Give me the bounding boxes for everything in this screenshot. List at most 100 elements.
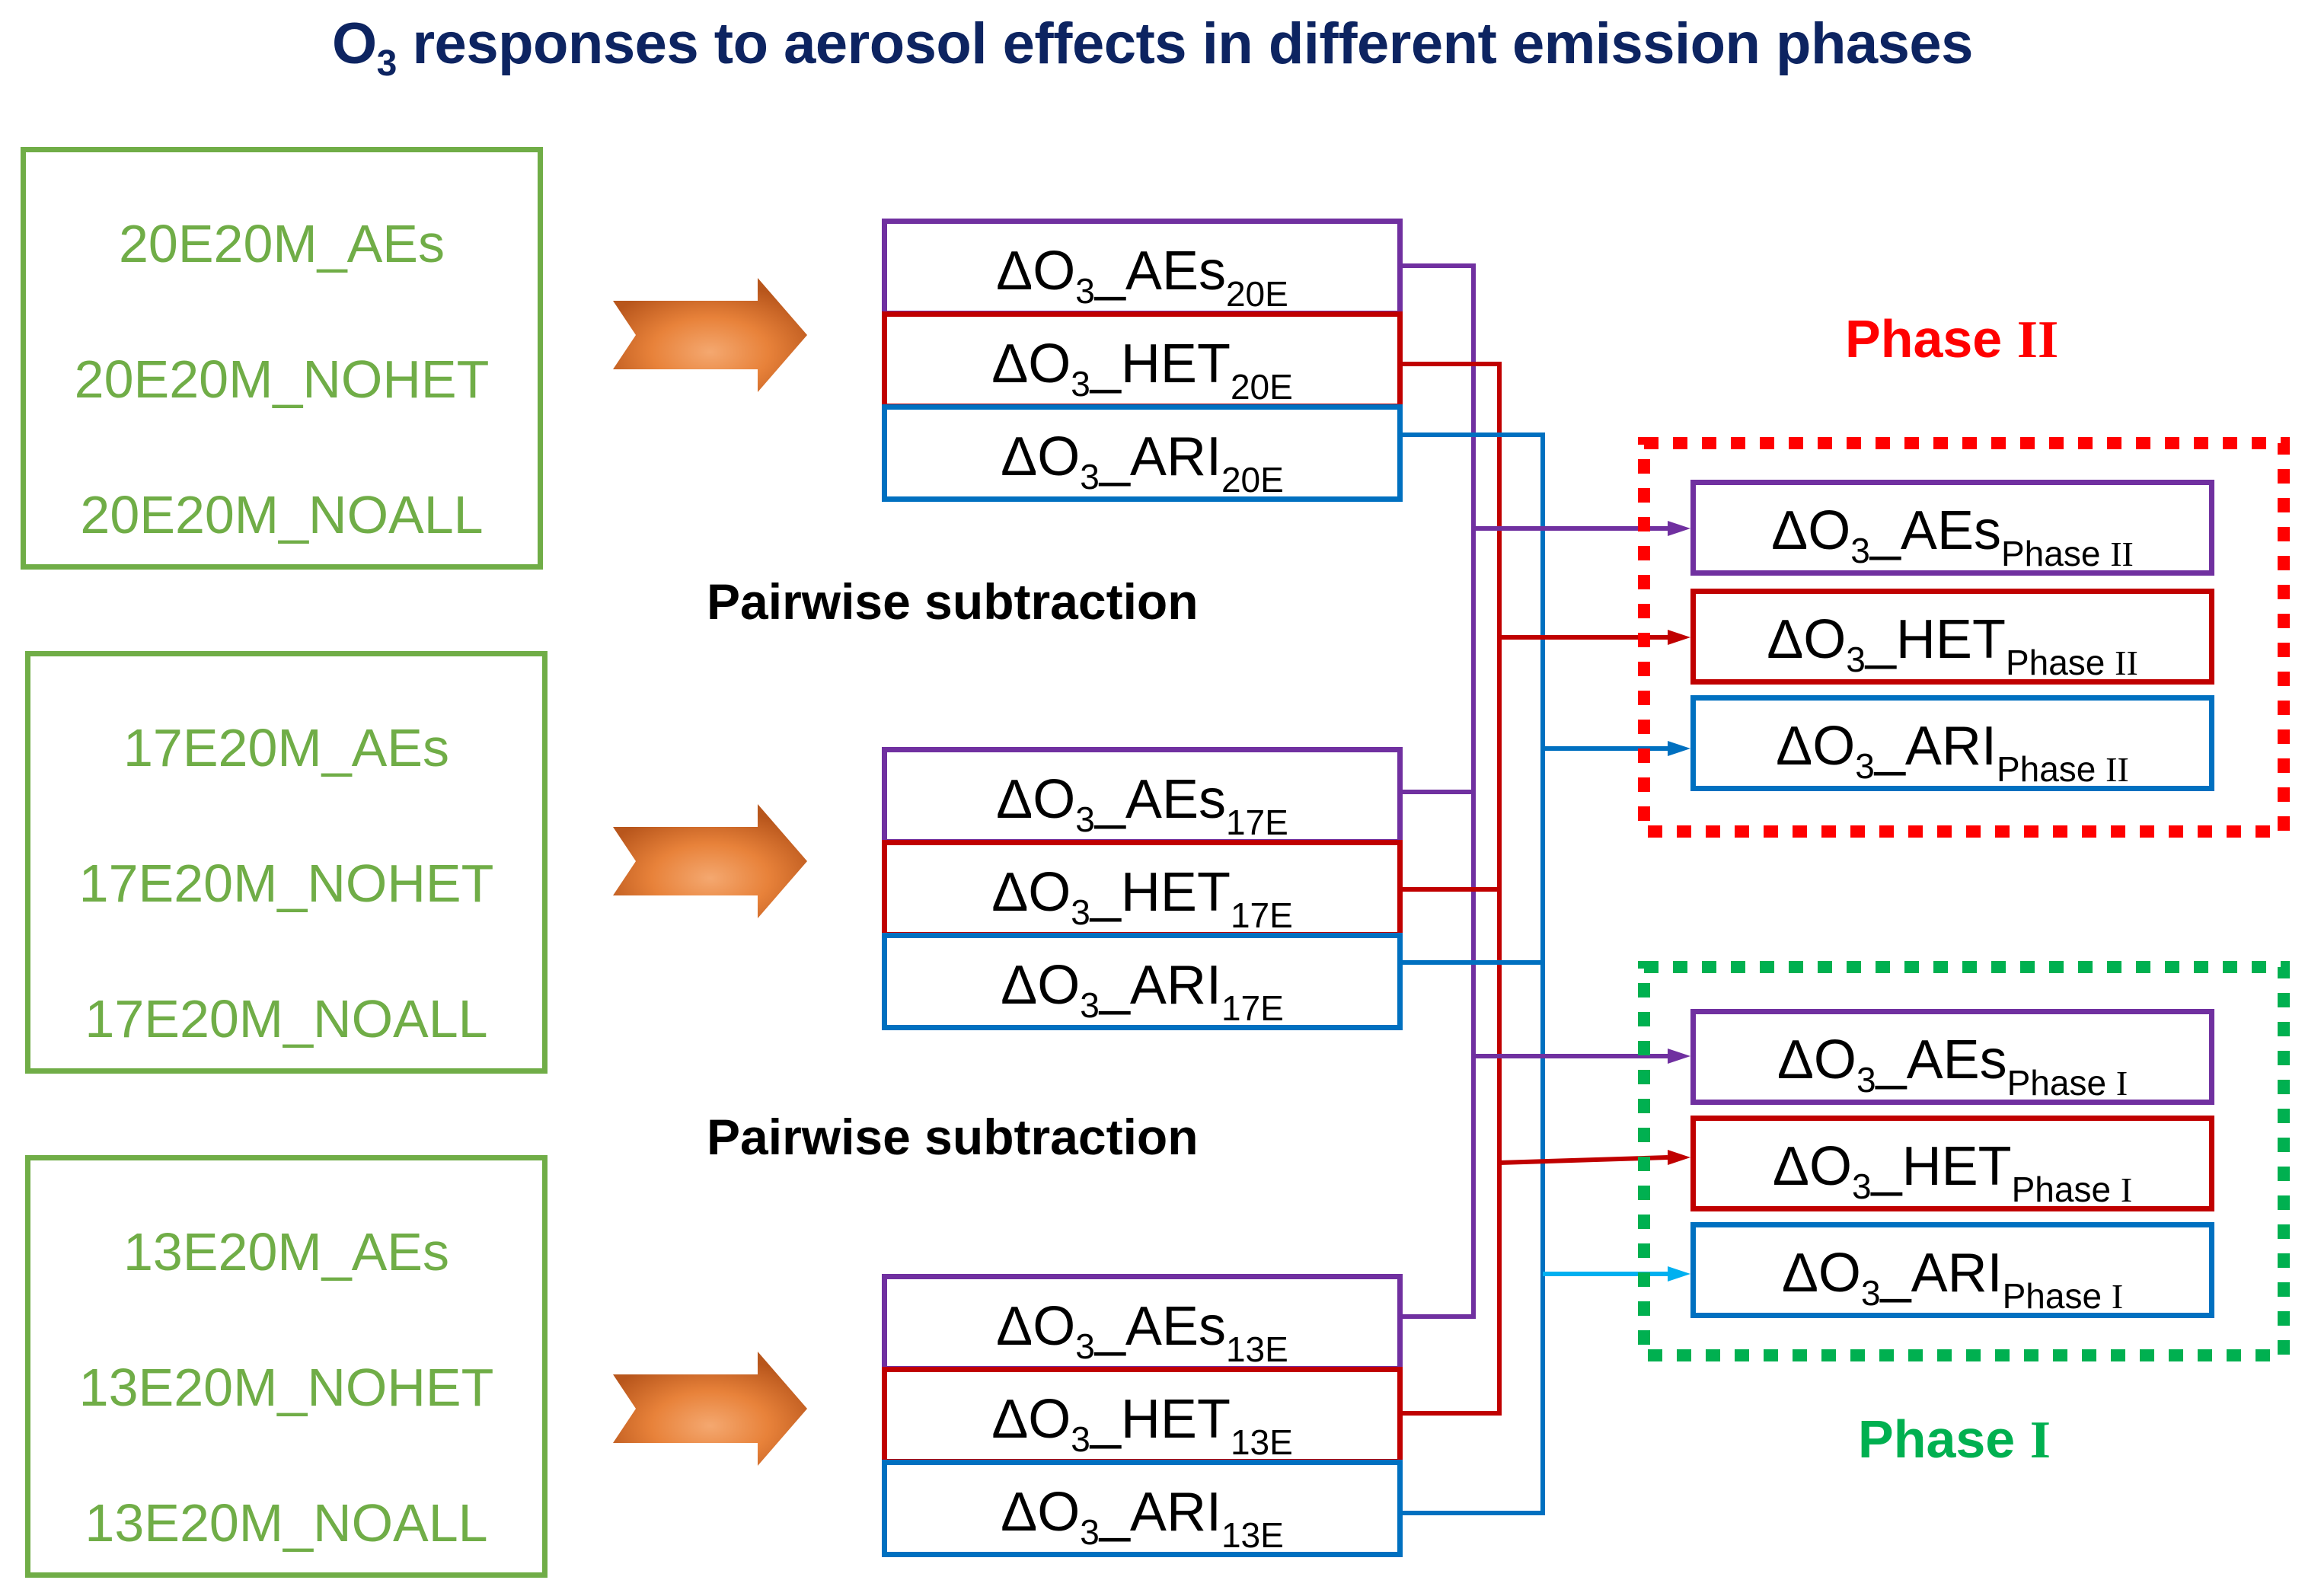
simulation-label: 13E20M_NOALL: [85, 1493, 488, 1553]
delta-index: 13E: [1230, 1422, 1293, 1462]
delta-index: 20E: [1221, 460, 1284, 500]
pairwise-subtraction-label: Pairwise subtraction: [707, 1109, 1199, 1165]
simulation-label: 13E20M_NOHET: [78, 1358, 494, 1417]
phase2-label: Phase II: [1845, 309, 2059, 369]
delta-effect: _HET: [1090, 334, 1231, 394]
phase-index: Phase I: [2011, 1170, 2133, 1209]
delta-box-het-20e: ΔO3_HET20E: [882, 311, 1403, 409]
delta-index: 17E: [1221, 988, 1284, 1028]
simulation-label: 17E20M_NOALL: [85, 989, 488, 1049]
delta-prefix: ΔO: [1771, 500, 1851, 561]
delta-effect: _ARI: [1099, 1482, 1221, 1543]
delta-effect: _ARI: [1880, 1243, 2003, 1304]
delta-effect: _AEs: [1094, 1296, 1226, 1357]
arrowhead-icon: [1668, 1150, 1690, 1165]
delta-index: 17E: [1230, 895, 1293, 935]
delta-subscript: 3: [1080, 985, 1100, 1025]
delta-effect: _HET: [1090, 1389, 1231, 1450]
title-text: responses to aerosol effects in differen…: [396, 11, 1973, 76]
delta-prefix: ΔO: [996, 241, 1076, 302]
arrowhead-icon: [1668, 1266, 1690, 1282]
delta-box-ari-20e: ΔO3_ARI20E: [882, 404, 1403, 502]
simulation-label: 17E20M_AEs: [123, 718, 450, 777]
delta-box-ari-13e: ΔO3_ARI13E: [882, 1460, 1403, 1557]
delta-subscript: 3: [1856, 1060, 1876, 1100]
arrowhead-icon: [1668, 741, 1690, 756]
delta-effect: _HET: [1871, 1136, 2012, 1197]
delta-subscript: 3: [1855, 746, 1875, 786]
phase1-box-het: ΔO3_HETPhase I: [1690, 1116, 2214, 1211]
pairwise-subtraction-label: Pairwise subtraction: [707, 573, 1199, 630]
delta-box-ari-17e: ΔO3_ARI17E: [882, 933, 1403, 1030]
delta-prefix: ΔO: [1001, 426, 1081, 487]
delta-effect: _HET: [1090, 862, 1231, 923]
arrowhead-icon: [1668, 630, 1690, 645]
delta-subscript: 3: [1851, 1167, 1872, 1206]
delta-prefix: ΔO: [1001, 955, 1081, 1016]
phase2-frame: [1638, 437, 2290, 838]
delta-effect: _AEs: [1094, 769, 1226, 830]
phase2-box-het: ΔO3_HETPhase II: [1690, 589, 2214, 685]
delta-subscript: 3: [1075, 800, 1095, 839]
simulation-label: 13E20M_AEs: [123, 1222, 450, 1282]
simulation-group-17e: 17E20M_AEs 17E20M_NOHET 17E20M_NOALL: [25, 651, 548, 1074]
delta-prefix: ΔO: [1001, 1482, 1081, 1543]
delta-prefix: ΔO: [1767, 609, 1847, 670]
phase1-box-aes: ΔO3_AEsPhase I: [1690, 1009, 2214, 1105]
delta-effect: _AEs: [1094, 241, 1226, 302]
phase2-box-ari: ΔO3_ARIPhase II: [1690, 695, 2214, 791]
process-arrow-icon: [613, 1352, 807, 1466]
delta-index: 17E: [1225, 803, 1288, 842]
process-arrow-icon: [613, 278, 807, 392]
phase-index: Phase II: [1996, 749, 2129, 789]
simulation-label: 20E20M_AEs: [118, 214, 445, 273]
delta-prefix: ΔO: [996, 769, 1076, 830]
phase1-frame: [1638, 961, 2290, 1361]
delta-prefix: ΔO: [1781, 1243, 1861, 1304]
ari-connector: [1401, 433, 1545, 1515]
delta-prefix: ΔO: [991, 334, 1071, 394]
phase1-box-ari: ΔO3_ARIPhase I: [1690, 1222, 2214, 1318]
delta-prefix: ΔO: [1777, 1029, 1856, 1090]
delta-subscript: 3: [1071, 364, 1090, 404]
arrowhead-icon: [1668, 1049, 1690, 1064]
arrowhead-icon: [1668, 521, 1690, 536]
delta-prefix: ΔO: [991, 1389, 1071, 1450]
delta-effect: _AEs: [1876, 1029, 2007, 1090]
delta-subscript: 3: [1071, 1419, 1090, 1459]
phase-index: Phase I: [2002, 1276, 2124, 1316]
delta-subscript: 3: [1071, 892, 1090, 932]
delta-effect: _HET: [1865, 609, 2006, 670]
delta-subscript: 3: [1080, 457, 1100, 496]
simulation-group-20e: 20E20M_AEs 20E20M_NOHET 20E20M_NOALL: [21, 147, 543, 570]
simulation-group-13e: 13E20M_AEs 13E20M_NOHET 13E20M_NOALL: [25, 1155, 548, 1578]
delta-subscript: 3: [1850, 531, 1870, 570]
delta-box-het-17e: ΔO3_HET17E: [882, 840, 1403, 937]
delta-index: 13E: [1221, 1515, 1284, 1555]
phase-index: Phase II: [2005, 643, 2138, 682]
delta-subscript: 3: [1860, 1273, 1881, 1313]
delta-index: 20E: [1225, 274, 1288, 314]
delta-box-aes-13e: ΔO3_AEs13E: [882, 1274, 1403, 1371]
delta-effect: _ARI: [1874, 716, 1997, 777]
process-arrow-icon: [613, 804, 807, 918]
delta-box-aes-20e: ΔO3_AEs20E: [882, 219, 1403, 316]
delta-subscript: 3: [1846, 640, 1866, 679]
simulation-label: 20E20M_NOHET: [74, 350, 490, 409]
delta-effect: _ARI: [1099, 426, 1221, 487]
delta-subscript: 3: [1080, 1512, 1100, 1552]
delta-effect: _AEs: [1869, 500, 2001, 561]
delta-prefix: ΔO: [1776, 716, 1856, 777]
delta-subscript: 3: [1075, 1326, 1095, 1366]
simulation-label: 17E20M_NOHET: [78, 854, 494, 913]
delta-prefix: ΔO: [1772, 1136, 1852, 1197]
phase-index: Phase I: [2006, 1063, 2128, 1103]
simulation-label: 20E20M_NOALL: [80, 485, 484, 544]
delta-box-het-13e: ΔO3_HET13E: [882, 1367, 1403, 1464]
delta-subscript: 3: [1075, 271, 1095, 311]
delta-index: 20E: [1230, 367, 1293, 407]
diagram-title: O3 responses to aerosol effects in diffe…: [0, 11, 2305, 85]
delta-box-aes-17e: ΔO3_AEs17E: [882, 747, 1403, 844]
delta-prefix: ΔO: [991, 862, 1071, 923]
